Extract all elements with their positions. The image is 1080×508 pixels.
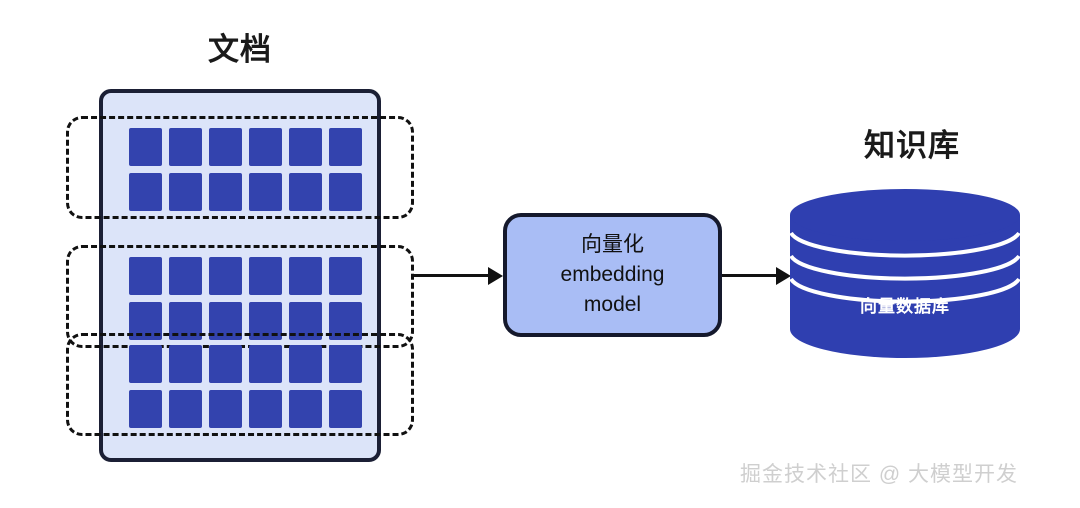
chunk-square bbox=[129, 257, 162, 295]
chunk-square bbox=[169, 257, 202, 295]
chunk-square bbox=[329, 390, 362, 428]
chunk-square bbox=[289, 345, 322, 383]
chunk-2-square-grid bbox=[129, 257, 362, 340]
chunk-square bbox=[129, 390, 162, 428]
vector-database-cylinder-icon bbox=[789, 188, 1021, 358]
document-title: 文档 bbox=[208, 32, 272, 67]
chunk-square bbox=[289, 128, 322, 166]
chunk-square bbox=[289, 257, 322, 295]
watermark-text: 掘金技术社区 @ 大模型开发 bbox=[740, 463, 1018, 486]
vector-database-label: 向量数据库 bbox=[860, 297, 950, 316]
chunk-square bbox=[329, 128, 362, 166]
chunk-square bbox=[289, 390, 322, 428]
chunk-square bbox=[129, 128, 162, 166]
document-chunk-1 bbox=[66, 116, 414, 219]
chunk-square bbox=[209, 345, 242, 383]
chunk-square bbox=[169, 173, 202, 211]
chunk-square bbox=[209, 257, 242, 295]
chunk-3-square-grid bbox=[129, 345, 362, 428]
chunk-1-square-grid bbox=[129, 128, 362, 211]
chunk-square bbox=[329, 345, 362, 383]
embedding-model-node: 向量化 embedding model bbox=[503, 213, 722, 337]
chunk-square bbox=[249, 345, 282, 383]
arrow-embedding-to-db-line bbox=[722, 274, 778, 277]
chunk-square bbox=[329, 173, 362, 211]
chunk-square bbox=[249, 390, 282, 428]
chunk-square bbox=[289, 173, 322, 211]
arrow-doc-to-embedding-line bbox=[414, 274, 490, 277]
chunk-square bbox=[249, 173, 282, 211]
chunk-square bbox=[169, 390, 202, 428]
embedding-line-1: 向量化 bbox=[581, 233, 644, 256]
chunk-square bbox=[169, 345, 202, 383]
chunk-square bbox=[249, 257, 282, 295]
embedding-line-2: embedding bbox=[560, 263, 665, 286]
document-chunk-3 bbox=[66, 333, 414, 436]
arrow-embedding-to-db-head bbox=[776, 267, 791, 285]
chunk-square bbox=[329, 257, 362, 295]
chunk-square bbox=[209, 128, 242, 166]
knowledge-base-title: 知识库 bbox=[864, 128, 960, 163]
chunk-square bbox=[209, 390, 242, 428]
chunk-square bbox=[129, 345, 162, 383]
chunk-square bbox=[209, 173, 242, 211]
chunk-square bbox=[169, 128, 202, 166]
embedding-line-3: model bbox=[583, 293, 642, 316]
chunk-square bbox=[129, 173, 162, 211]
chunk-square bbox=[249, 128, 282, 166]
arrow-doc-to-embedding-head bbox=[488, 267, 503, 285]
